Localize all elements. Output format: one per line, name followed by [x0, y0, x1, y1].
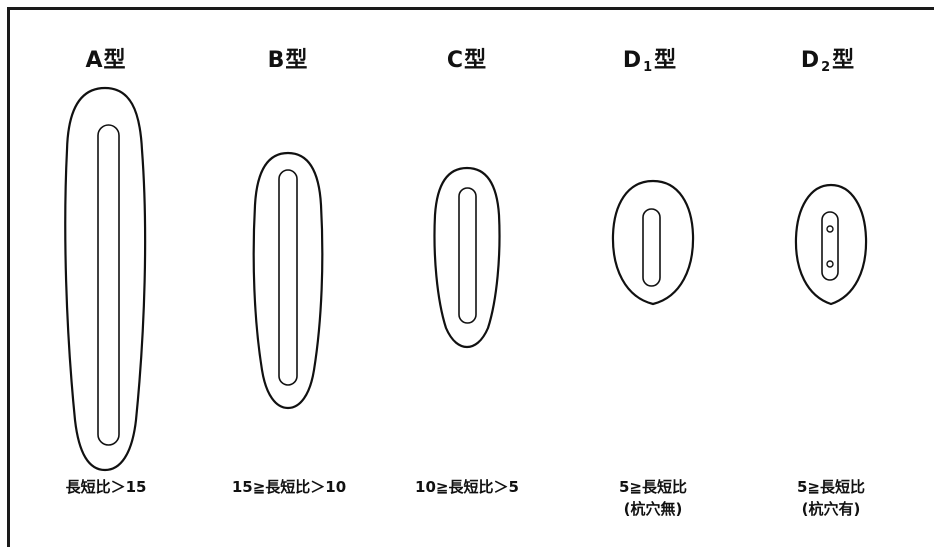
ratio-label-d2: 5≧長短比(杭穴有): [796, 478, 865, 518]
pit-shapes: [64, 86, 868, 472]
type-label-b: B型: [267, 48, 309, 73]
ratio-label-d1: 5≧長短比(杭穴無): [618, 478, 687, 518]
stake-hole-upper: [826, 225, 834, 233]
stake-hole-lower: [826, 260, 834, 268]
type-label-a: A型: [85, 48, 127, 73]
ratio-label-b: 15≧長短比＞10: [231, 478, 347, 496]
type-label-d2: D2型: [800, 48, 856, 75]
pit-shape-d1: [611, 179, 695, 306]
pit-shape-b: [252, 151, 324, 410]
pit-shape-a: [64, 86, 147, 472]
pit-shape-d2: [794, 183, 868, 306]
ratio-label-c: 10≧長短比＞5: [415, 478, 519, 496]
type-label-c: C型: [446, 48, 488, 73]
ratio-label-a: 長短比＞15: [65, 478, 147, 496]
type-label-d1: D1型: [622, 48, 678, 75]
figure-frame: [7, 7, 934, 547]
pit-shape-c: [433, 166, 501, 349]
